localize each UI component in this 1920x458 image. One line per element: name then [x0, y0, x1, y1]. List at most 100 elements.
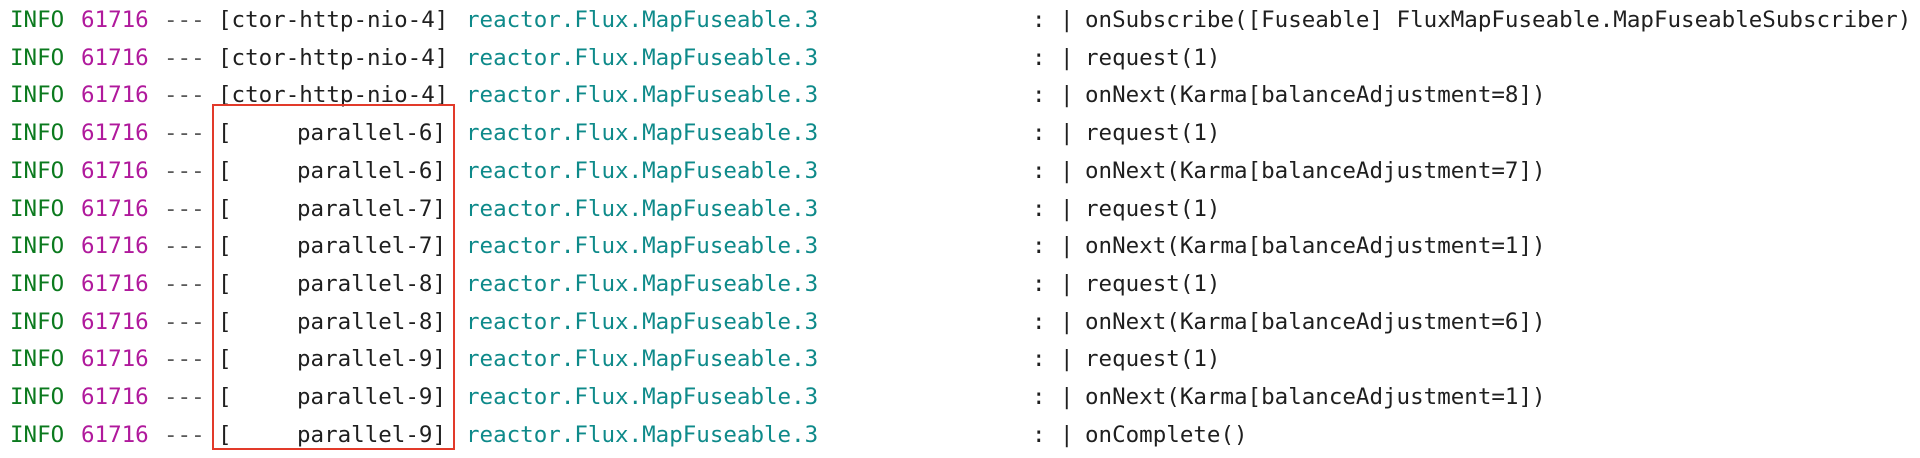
logger-name: reactor.Flux.MapFuseable.3: [466, 82, 819, 109]
separator: ---: [164, 233, 205, 260]
separator: ---: [164, 157, 205, 184]
colon-separator: :: [1032, 44, 1046, 71]
thread-name: [ctor-http-nio-4]: [218, 82, 449, 109]
thread-bracket: [: [218, 233, 232, 260]
logger-name: reactor.Flux.MapFuseable.3: [466, 384, 819, 410]
log-level: INFO: [10, 44, 65, 71]
thread-name: parallel-7]: [296, 233, 446, 260]
pipe-separator: |: [1060, 233, 1074, 260]
colon-separator: :: [1032, 346, 1046, 373]
separator: ---: [164, 308, 205, 335]
logger-name: reactor.Flux.MapFuseable.3: [466, 421, 819, 448]
separator: ---: [164, 384, 205, 410]
thread-name: [ctor-http-nio-4]: [218, 7, 449, 33]
thread-bracket: [: [218, 346, 232, 373]
log-line: INFO 61716 --- [ parallel-7] reactor.Flux.Map…: [0, 228, 1920, 265]
colon-separator: :: [1032, 195, 1046, 222]
log-line: INFO 61716 --- [ctor-http-nio-4] reactor.Flu…: [0, 77, 1920, 114]
separator: ---: [164, 44, 205, 71]
process-id: 61716: [81, 82, 149, 109]
logger-name: reactor.Flux.MapFuseable.3: [466, 120, 819, 147]
pipe-separator: |: [1060, 44, 1074, 71]
logger-name: reactor.Flux.MapFuseable.3: [466, 233, 819, 260]
log-line: INFO 61716 --- [ parallel-9] reactor.Flux.Map…: [0, 341, 1920, 378]
log-message: request(1): [1085, 44, 1221, 71]
log-level: INFO: [10, 346, 65, 373]
separator: ---: [164, 82, 205, 109]
log-message: onNext(Karma[balanceAdjustment=1]): [1085, 233, 1546, 260]
colon-separator: :: [1032, 7, 1046, 33]
log-message: onNext(Karma[balanceAdjustment=8]): [1085, 82, 1546, 109]
log-level: INFO: [10, 82, 65, 109]
log-level: INFO: [10, 195, 65, 222]
thread-name: parallel-6]: [296, 157, 446, 184]
log-message: onNext(Karma[balanceAdjustment=7]): [1085, 157, 1546, 184]
log-level: INFO: [10, 157, 65, 184]
process-id: 61716: [81, 44, 149, 71]
process-id: 61716: [81, 421, 149, 448]
log-message: onNext(Karma[balanceAdjustment=1]): [1085, 384, 1546, 410]
log-message: request(1): [1085, 120, 1221, 147]
logger-name: reactor.Flux.MapFuseable.3: [466, 195, 819, 222]
logger-name: reactor.Flux.MapFuseable.3: [466, 7, 819, 33]
thread-bracket: [: [218, 308, 232, 335]
thread-bracket: [: [218, 195, 232, 222]
pipe-separator: |: [1060, 157, 1074, 184]
separator: ---: [164, 421, 205, 448]
thread-bracket: [: [218, 120, 232, 147]
colon-separator: :: [1032, 120, 1046, 147]
logger-name: reactor.Flux.MapFuseable.3: [466, 346, 819, 373]
pipe-separator: |: [1060, 7, 1074, 33]
pipe-separator: |: [1060, 346, 1074, 373]
colon-separator: :: [1032, 421, 1046, 448]
thread-name: parallel-7]: [296, 195, 446, 222]
log-message: request(1): [1085, 346, 1221, 373]
process-id: 61716: [81, 270, 149, 297]
colon-separator: :: [1032, 157, 1046, 184]
process-id: 61716: [81, 346, 149, 373]
log-line: INFO 61716 --- [ctor-http-nio-4] reactor.Flu…: [0, 40, 1920, 77]
thread-bracket: [: [218, 384, 232, 410]
log-level: INFO: [10, 7, 65, 33]
log-level: INFO: [10, 233, 65, 260]
thread-name: parallel-9]: [296, 421, 446, 448]
pipe-separator: |: [1060, 82, 1074, 109]
process-id: 61716: [81, 384, 149, 410]
colon-separator: :: [1032, 233, 1046, 260]
log-message: request(1): [1085, 270, 1221, 297]
process-id: 61716: [81, 308, 149, 335]
logger-name: reactor.Flux.MapFuseable.3: [466, 44, 819, 71]
pipe-separator: |: [1060, 270, 1074, 297]
log-level: INFO: [10, 308, 65, 335]
process-id: 61716: [81, 7, 149, 33]
logger-name: reactor.Flux.MapFuseable.3: [466, 270, 819, 297]
process-id: 61716: [81, 233, 149, 260]
colon-separator: :: [1032, 308, 1046, 335]
thread-name: parallel-9]: [296, 346, 446, 373]
thread-bracket: [: [218, 157, 232, 184]
process-id: 61716: [81, 195, 149, 222]
log-level: INFO: [10, 384, 65, 410]
logger-name: reactor.Flux.MapFuseable.3: [466, 308, 819, 335]
log-message: onComplete(): [1085, 421, 1248, 448]
log-message: onSubscribe([Fuseable] FluxMapFuseable.M…: [1085, 7, 1912, 33]
colon-separator: :: [1032, 270, 1046, 297]
colon-separator: :: [1032, 82, 1046, 109]
thread-name: parallel-8]: [296, 270, 446, 297]
pipe-separator: |: [1060, 308, 1074, 335]
thread-bracket: [: [218, 421, 232, 448]
separator: ---: [164, 346, 205, 373]
pipe-separator: |: [1060, 384, 1074, 410]
separator: ---: [164, 270, 205, 297]
log-message: onNext(Karma[balanceAdjustment=6]): [1085, 308, 1546, 335]
log-level: INFO: [10, 270, 65, 297]
thread-name: [ctor-http-nio-4]: [218, 44, 449, 71]
